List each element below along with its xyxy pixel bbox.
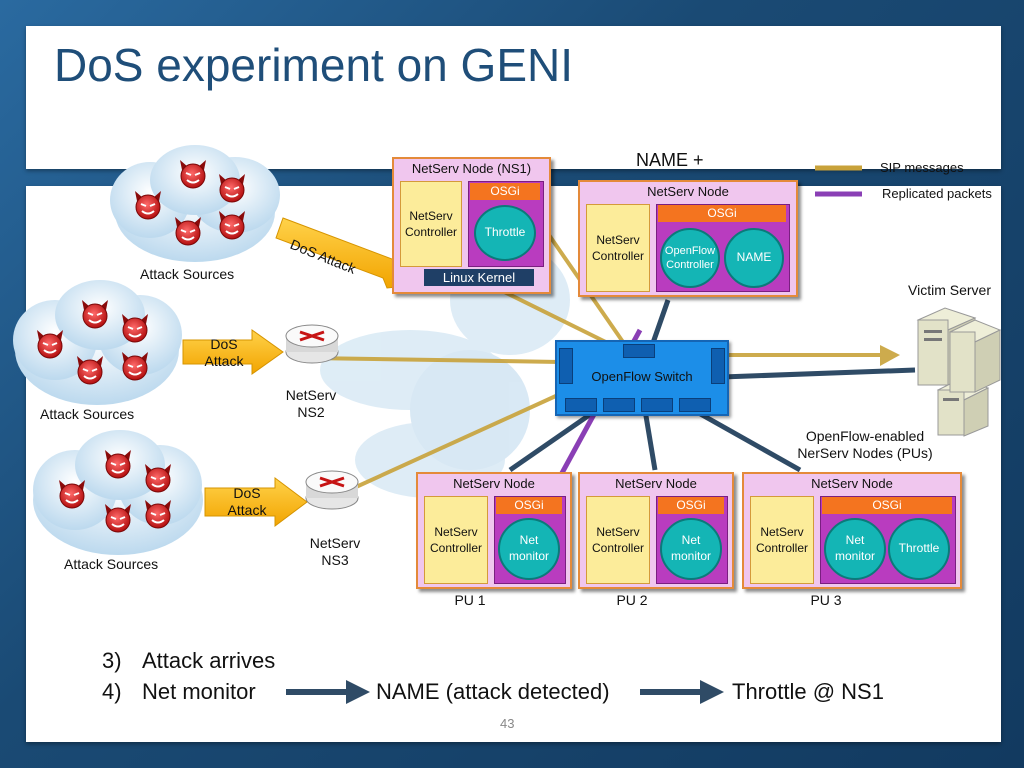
pus-description-label: OpenFlow-enabled NerServ Nodes (PUs) bbox=[797, 428, 933, 461]
arrow-icon bbox=[286, 680, 370, 704]
osgi-bar: OSGi bbox=[496, 497, 562, 514]
node-header: NetServ Node bbox=[647, 184, 729, 199]
name-module[interactable]: NAME bbox=[724, 228, 784, 288]
attack-sources-label-1: Attack Sources bbox=[140, 266, 235, 282]
netserv-controller: NetServ Controller bbox=[750, 496, 814, 584]
pu-label-1: PU 1 bbox=[454, 592, 486, 608]
openflow-controller-module[interactable]: OpenFlow Controller bbox=[660, 228, 720, 288]
devil-icon bbox=[122, 314, 148, 343]
victim-server-label: Victim Server bbox=[908, 282, 991, 298]
netserv-node-name[interactable]: NetServ Node NetServ Controller OSGi Ope… bbox=[578, 180, 798, 297]
step-4-end: Throttle @ NS1 bbox=[732, 679, 884, 704]
devil-icon bbox=[82, 300, 108, 329]
openflow-switch[interactable]: OpenFlow Switch bbox=[555, 340, 729, 416]
net-monitor-module[interactable]: Net monitor bbox=[824, 518, 886, 580]
node-header: NetServ Node bbox=[453, 476, 535, 491]
openflow-switch-label: OpenFlow Switch bbox=[591, 369, 693, 384]
devil-icon bbox=[37, 330, 63, 359]
node-header: NetServ Node bbox=[615, 476, 697, 491]
node-header: NetServ Node (NS1) bbox=[411, 161, 532, 176]
ns3-label: NetServ NS3 bbox=[309, 535, 361, 568]
step-3-num: 3) bbox=[102, 648, 122, 673]
devil-icon bbox=[105, 504, 131, 533]
devil-icon bbox=[122, 352, 148, 381]
step-3-text: Attack arrives bbox=[142, 648, 276, 673]
cloud-icon bbox=[110, 145, 280, 262]
arrow-icon bbox=[182, 329, 284, 375]
name-plus-label: NAME + bbox=[636, 150, 704, 170]
netserv-controller: NetServ Controller bbox=[586, 204, 650, 292]
legend-replicated-label: Replicated packets bbox=[882, 186, 992, 201]
dos-attack-label-3: DoS Attack bbox=[227, 485, 267, 518]
server-icon bbox=[916, 307, 1002, 437]
arrow-icon bbox=[204, 477, 308, 527]
net-monitor-module[interactable]: Net monitor bbox=[660, 518, 722, 580]
attack-sources-label-3: Attack Sources bbox=[64, 556, 159, 572]
osgi-bar: OSGi bbox=[470, 183, 540, 200]
pu-label-2: PU 2 bbox=[616, 592, 648, 608]
devil-icon bbox=[145, 500, 171, 529]
pu-node-2[interactable]: NetServ Node NetServ Controller OSGi Net… bbox=[578, 472, 734, 589]
throttle-module[interactable]: Throttle bbox=[888, 518, 950, 580]
netserv-node-ns1[interactable]: NetServ Node (NS1) NetServ Controller OS… bbox=[392, 157, 551, 294]
netserv-controller: NetServ Controller bbox=[400, 181, 462, 267]
router-icon bbox=[305, 470, 359, 510]
devil-icon bbox=[37, 160, 245, 533]
osgi-bar: OSGi bbox=[658, 205, 786, 222]
devil-icon bbox=[219, 211, 245, 240]
cloud-icon bbox=[33, 430, 203, 555]
netserv-controller: NetServ Controller bbox=[586, 496, 650, 584]
page-number: 43 bbox=[500, 716, 515, 731]
attack-sources-label-2: Attack Sources bbox=[40, 406, 135, 422]
page-title: DoS experiment on GENI bbox=[54, 39, 574, 91]
legend-sip-label: SIP messages bbox=[880, 160, 964, 175]
devil-icon bbox=[105, 450, 131, 479]
title-panel bbox=[26, 26, 1001, 169]
devil-icon bbox=[145, 464, 171, 493]
step-4-num: 4) bbox=[102, 679, 122, 704]
throttle-module[interactable]: Throttle bbox=[474, 205, 536, 261]
net-monitor-module[interactable]: Net monitor bbox=[498, 518, 560, 580]
devil-icon bbox=[77, 356, 103, 385]
step-4-mid: NAME (attack detected) bbox=[376, 679, 610, 704]
node-header: NetServ Node bbox=[811, 476, 893, 491]
dos-attack-label-2: DoS Attack bbox=[204, 336, 244, 369]
pu-label-3: PU 3 bbox=[810, 592, 842, 608]
step-4-text: Net monitor bbox=[142, 679, 256, 704]
devil-icon bbox=[135, 191, 161, 220]
arrow-icon bbox=[640, 680, 724, 704]
devil-icon bbox=[180, 160, 206, 189]
devil-icon bbox=[219, 174, 245, 203]
linux-kernel-bar: Linux Kernel bbox=[424, 269, 534, 286]
osgi-bar: OSGi bbox=[822, 497, 952, 514]
cloud-icon bbox=[320, 245, 570, 498]
pu-node-3[interactable]: NetServ Node NetServ Controller OSGi Net… bbox=[742, 472, 962, 589]
devil-icon bbox=[175, 217, 201, 246]
ns2-label: NetServ NS2 bbox=[285, 387, 337, 420]
devil-icon bbox=[59, 480, 85, 509]
osgi-bar: OSGi bbox=[658, 497, 724, 514]
netserv-controller: NetServ Controller bbox=[424, 496, 488, 584]
pu-node-1[interactable]: NetServ Node NetServ Controller OSGi Net… bbox=[416, 472, 572, 589]
router-icon bbox=[285, 324, 339, 364]
